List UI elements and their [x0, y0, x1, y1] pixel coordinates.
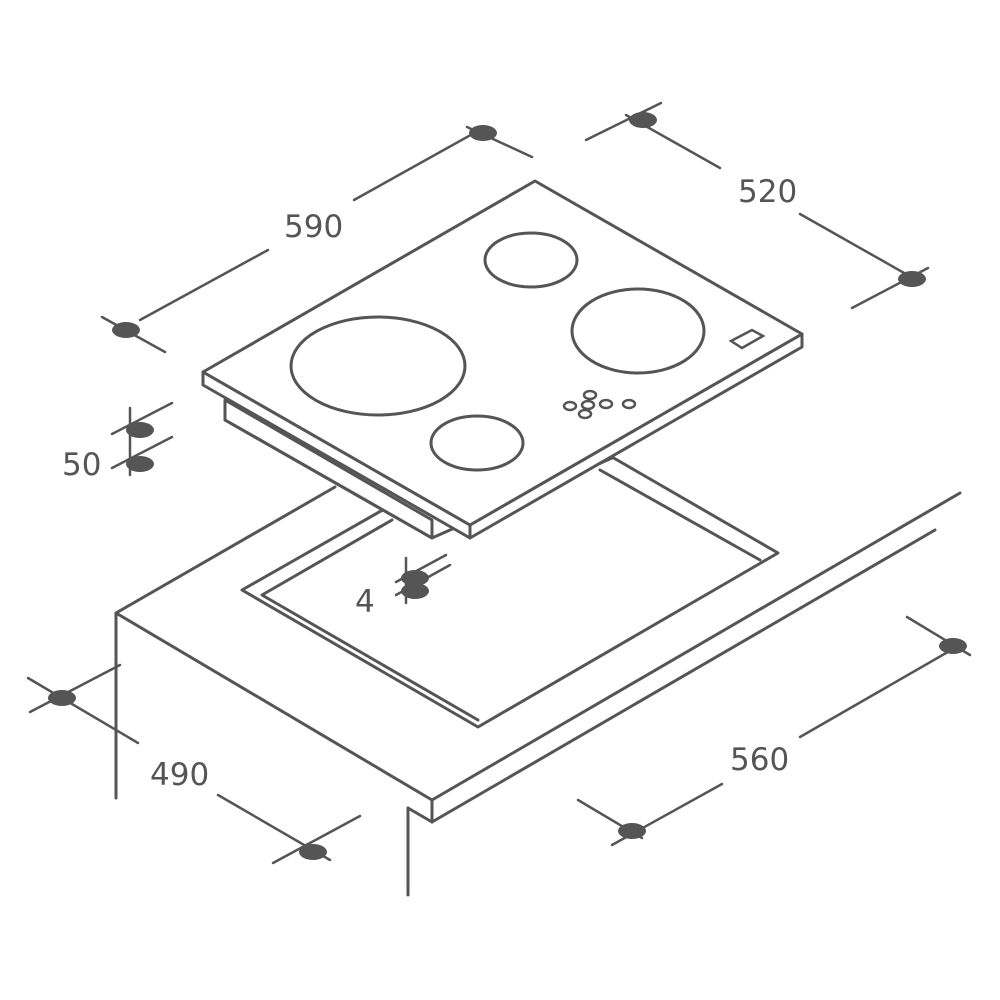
display-plate: [728, 328, 766, 350]
dimension-cutout-width: 560: [576, 615, 972, 847]
dim-arrow-dot: [898, 271, 926, 287]
worktop-top-right-edge: [430, 491, 962, 802]
cooking-zone-back-small: [483, 231, 579, 289]
dim-arrow-dot: [299, 844, 327, 860]
dim-line: [584, 101, 663, 142]
dimension-hob-width: 590: [100, 125, 534, 354]
dim-tick: [271, 814, 362, 865]
control-button: [621, 398, 637, 410]
dim-label-cutout-width: 560: [730, 742, 789, 778]
dim-arrow-dot: [48, 690, 76, 706]
dimension-glass-thickness: 4: [355, 553, 452, 620]
dim-arrow-dot: [126, 422, 154, 438]
cooking-zone-large: [289, 315, 467, 417]
control-button: [562, 400, 578, 412]
dim-arrow-dot: [618, 823, 646, 839]
dim-line: [352, 125, 487, 202]
dim-tick: [28, 663, 122, 714]
dim-line: [26, 676, 140, 745]
cooking-zone-front-small: [429, 414, 525, 472]
dim-arrow-dot: [126, 456, 154, 472]
dim-label-hob-depth: 520: [738, 174, 797, 210]
dim-line: [798, 212, 915, 280]
hob-glass-top: [201, 179, 804, 527]
worktop: [114, 485, 962, 897]
dim-tick: [110, 435, 174, 470]
dimension-hob-height: 50: [62, 401, 174, 483]
dim-arrow-dot: [401, 583, 429, 599]
hob: [201, 179, 804, 540]
control-button: [598, 398, 614, 410]
cutout-inner-right: [598, 468, 762, 562]
worktop-top-left-edge: [114, 485, 337, 615]
dim-arrow-dot: [401, 570, 429, 586]
dim-line: [798, 643, 962, 739]
cabinet-front-step: [406, 806, 434, 824]
dim-label-hob-width: 590: [284, 209, 343, 245]
control-button: [577, 408, 593, 420]
dim-arrow-dot: [112, 322, 140, 338]
control-button: [582, 389, 598, 401]
cutout: [240, 455, 780, 729]
worktop-front-bottom-edge: [430, 528, 937, 824]
dimension-hob-depth: 520: [584, 101, 930, 310]
dim-line: [138, 248, 270, 322]
cutout-inner: [260, 518, 480, 722]
dimension-cutout-depth: 490: [26, 663, 362, 865]
dim-label-cutout-depth: 490: [150, 757, 209, 793]
dim-label-hob-height: 50: [62, 447, 101, 483]
control-button: [580, 399, 596, 411]
control-panel: [562, 389, 637, 420]
cooking-zone-right-medium: [570, 287, 706, 375]
worktop-top-front-edge: [114, 611, 434, 802]
dim-arrow-dot: [939, 638, 967, 654]
dim-tick: [110, 401, 174, 436]
dim-arrow-dot: [469, 125, 497, 141]
dim-label-glass-thickness: 4: [355, 584, 375, 620]
cutout-outer: [240, 455, 780, 729]
dim-arrow-dot: [629, 112, 657, 128]
